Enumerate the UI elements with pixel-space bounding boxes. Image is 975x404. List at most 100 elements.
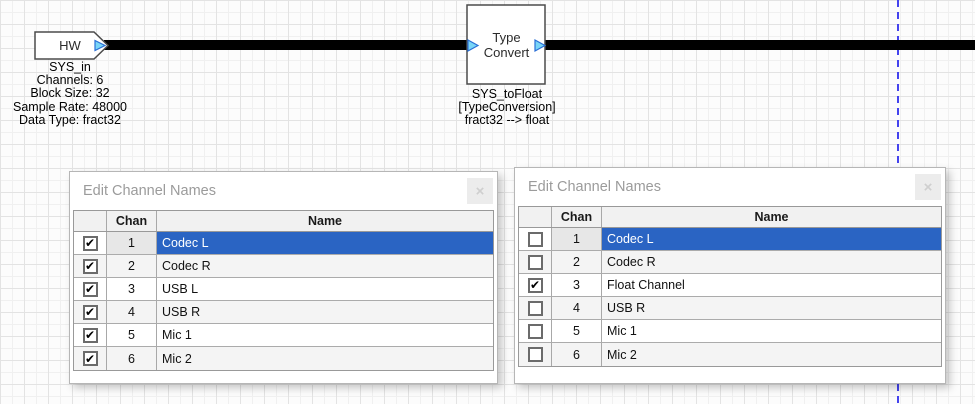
channel-name[interactable]: Mic 2 [162, 351, 192, 366]
channel-name[interactable]: Mic 1 [162, 328, 192, 342]
dialog-empty-area [515, 367, 945, 383]
hw-block-name: SYS_in [49, 60, 91, 74]
checked-checkbox-icon[interactable]: ✔ [82, 258, 98, 274]
signal-wire[interactable] [104, 40, 470, 50]
channel-name[interactable]: USB R [162, 305, 201, 319]
checkbox-cell[interactable]: ✔ [74, 347, 107, 370]
close-icon[interactable]: × [467, 178, 493, 204]
channel-row[interactable]: ✔ 4 USB R [74, 301, 493, 324]
hw-block-label: HW [59, 38, 81, 53]
type-convert-conversion: fract32 --> float [464, 113, 550, 128]
checkbox-cell[interactable]: ✔ [74, 324, 107, 346]
checked-checkbox-icon[interactable]: ✔ [527, 277, 543, 293]
channel-name[interactable]: Mic 2 [607, 347, 637, 362]
hw-block-shape[interactable] [34, 31, 110, 60]
channel-name[interactable]: Mic 1 [607, 324, 637, 338]
channel-number: 3 [552, 274, 602, 296]
channel-number: 1 [107, 232, 157, 254]
checkbox-cell[interactable]: ✔ [74, 255, 107, 277]
unchecked-checkbox-icon[interactable] [527, 300, 543, 316]
channel-number: 6 [552, 343, 602, 366]
checkbox-cell[interactable] [519, 228, 552, 250]
hw-input-block[interactable] [34, 31, 112, 61]
output-pin-icon[interactable] [534, 38, 547, 53]
type-convert-block[interactable] [466, 4, 547, 86]
unchecked-checkbox-icon[interactable] [527, 323, 543, 339]
type-convert-label-line2: Convert [483, 45, 530, 60]
header-chan-column: Chan [552, 207, 602, 227]
type-convert-class: [TypeConversion] [458, 100, 556, 115]
header-name-column: Name [754, 210, 789, 224]
channel-row[interactable]: 4 USB R [519, 297, 941, 320]
block-info-line: Block Size: 32 [30, 86, 110, 101]
output-pin-icon[interactable] [94, 39, 107, 52]
channel-row[interactable]: ✔ 5 Mic 1 [74, 324, 493, 347]
input-pin-icon[interactable] [467, 38, 480, 53]
type-convert-name: SYS_toFloat [471, 87, 543, 101]
header-checkbox-column [519, 207, 552, 227]
checkbox-cell[interactable] [519, 320, 552, 342]
checked-checkbox-icon[interactable]: ✔ [82, 281, 98, 297]
channel-number: 5 [552, 320, 602, 342]
channel-name[interactable]: Codec L [602, 228, 941, 250]
channel-table-header: Chan Name [74, 211, 493, 232]
channel-name[interactable]: Codec R [607, 255, 656, 269]
signal-wire[interactable] [544, 40, 975, 50]
channel-row[interactable]: 2 Codec R [519, 251, 941, 274]
checkbox-cell[interactable] [519, 343, 552, 366]
unchecked-checkbox-icon[interactable] [527, 231, 543, 247]
channel-number: 4 [552, 297, 602, 319]
block-info-line: Data Type: fract32 [19, 112, 121, 127]
channel-name[interactable]: Codec R [162, 259, 211, 273]
channel-number: 5 [107, 324, 157, 346]
checkbox-cell[interactable]: ✔ [74, 232, 107, 254]
checkbox-cell[interactable]: ✔ [74, 278, 107, 300]
checkbox-cell[interactable] [519, 251, 552, 273]
block-info-line: Channels: 6 [36, 73, 104, 88]
channel-number: 1 [552, 228, 602, 250]
checkbox-cell[interactable]: ✔ [519, 274, 552, 296]
channel-row[interactable]: ✔ 3 Float Channel [519, 274, 941, 297]
channel-name[interactable]: Codec L [157, 232, 493, 254]
checked-checkbox-icon[interactable]: ✔ [82, 304, 98, 320]
unchecked-checkbox-icon[interactable] [527, 254, 543, 270]
dialog-title: Edit Channel Names [528, 179, 661, 195]
unchecked-checkbox-icon[interactable] [527, 347, 543, 362]
close-icon[interactable]: × [915, 174, 941, 200]
channel-number: 3 [107, 278, 157, 300]
checked-checkbox-icon[interactable]: ✔ [82, 235, 98, 251]
channel-name[interactable]: USB L [162, 282, 199, 296]
dialog-empty-area [70, 371, 497, 383]
type-convert-label: Type Convert [466, 30, 547, 60]
channel-number: 2 [552, 251, 602, 273]
channel-row[interactable]: 5 Mic 1 [519, 320, 941, 343]
checked-checkbox-icon[interactable]: ✔ [82, 327, 98, 343]
header-name-column: Name [307, 214, 343, 228]
channel-row[interactable]: ✔ 3 USB L [74, 278, 493, 301]
checkbox-cell[interactable]: ✔ [74, 301, 107, 323]
channel-name[interactable]: USB R [607, 301, 646, 315]
dialog-titlebar[interactable]: Edit Channel Names × [515, 168, 945, 206]
channel-number: 4 [107, 301, 157, 323]
checkbox-cell[interactable] [519, 297, 552, 319]
checked-checkbox-icon[interactable]: ✔ [82, 351, 98, 366]
type-convert-shape[interactable] [466, 4, 546, 85]
channel-row[interactable]: 6 Mic 2 [519, 343, 941, 366]
header-checkbox-column [74, 211, 107, 231]
type-convert-info: SYS_toFloat [TypeConversion] fract32 -->… [407, 87, 607, 128]
dialog-titlebar[interactable]: Edit Channel Names × [70, 172, 497, 210]
channel-name[interactable]: Float Channel [607, 278, 685, 292]
channel-table-header: Chan Name [519, 207, 941, 228]
